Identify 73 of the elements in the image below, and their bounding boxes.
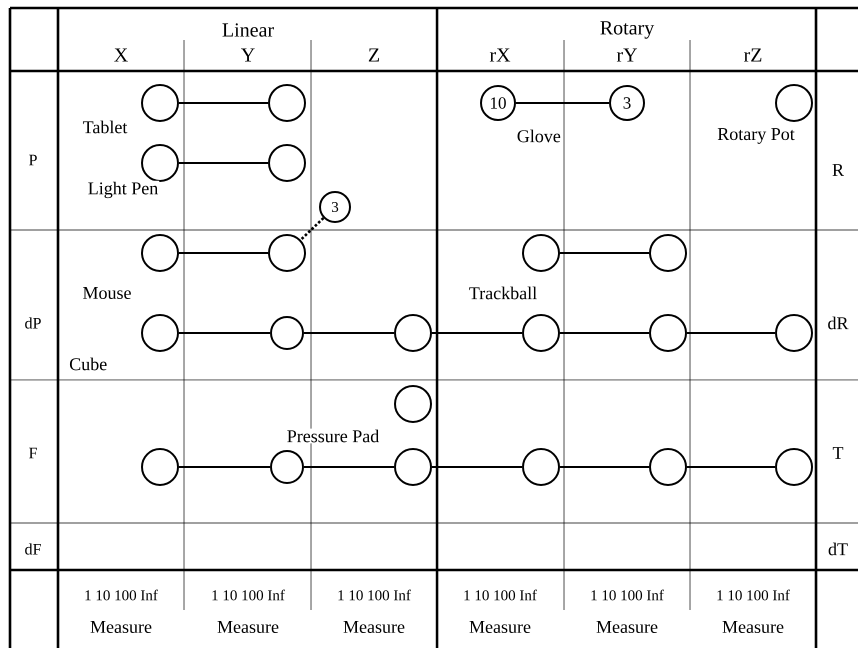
connector-line bbox=[516, 102, 609, 104]
circle-marker bbox=[522, 448, 560, 486]
scale-label: 1 10 100 Inf bbox=[338, 590, 411, 600]
connector-line bbox=[304, 466, 394, 468]
device-label: Cube bbox=[68, 356, 108, 372]
device-label: Mouse bbox=[82, 286, 132, 300]
circle-marker bbox=[649, 448, 687, 486]
circle-marker bbox=[268, 84, 306, 122]
group-heading: Rotary bbox=[600, 21, 654, 39]
group-heading: Linear bbox=[222, 23, 274, 37]
device-label: Trackball bbox=[468, 286, 538, 300]
connector-line bbox=[179, 252, 268, 254]
circle-marker bbox=[268, 234, 306, 272]
connector-line bbox=[179, 466, 270, 468]
row-heading: P bbox=[29, 154, 37, 166]
circle-marker bbox=[141, 448, 179, 486]
axis-label: Measure bbox=[596, 621, 658, 633]
scale-label: 1 10 100 Inf bbox=[464, 590, 537, 600]
circle-marker bbox=[141, 144, 179, 182]
axis-label: Measure bbox=[722, 621, 784, 633]
column-heading: rY bbox=[616, 48, 638, 62]
row-heading: dP bbox=[25, 317, 41, 329]
axis-label: Measure bbox=[470, 621, 530, 633]
connector-line bbox=[304, 332, 394, 334]
connector-line bbox=[687, 332, 775, 334]
circle-marker bbox=[394, 448, 432, 486]
scale-label: 1 10 100 Inf bbox=[85, 590, 158, 600]
column-heading: Z bbox=[368, 48, 380, 62]
connector-line bbox=[560, 332, 649, 334]
column-heading: Y bbox=[241, 48, 255, 62]
circle-marker bbox=[775, 84, 813, 122]
axis-label: Measure bbox=[90, 621, 152, 633]
circle-marker bbox=[775, 314, 813, 352]
row-heading: T bbox=[832, 447, 844, 459]
device-label: Light Pen bbox=[86, 180, 160, 200]
row-heading: dF bbox=[25, 543, 41, 555]
circle-marker bbox=[268, 144, 306, 182]
circle-marker bbox=[394, 314, 432, 352]
device-label: Rotary Pot bbox=[716, 127, 796, 145]
connector-line bbox=[560, 466, 649, 468]
circle-marker bbox=[522, 234, 560, 272]
connector-line bbox=[179, 102, 268, 104]
circle-marker bbox=[649, 314, 687, 352]
circle-marker bbox=[141, 314, 179, 352]
circle-marker bbox=[141, 84, 179, 122]
connector-line bbox=[179, 162, 268, 164]
circle-marker bbox=[394, 385, 432, 423]
dotted-leader-line bbox=[300, 217, 324, 241]
axis-label: Measure bbox=[218, 621, 278, 633]
connector-line bbox=[179, 332, 270, 334]
circle-marker bbox=[141, 234, 179, 272]
connector-line bbox=[432, 332, 522, 334]
row-heading: dT bbox=[828, 542, 848, 556]
circle-marker bbox=[270, 450, 304, 484]
axis-label: Measure bbox=[344, 621, 404, 633]
circle-marker bbox=[775, 448, 813, 486]
row-heading: F bbox=[29, 448, 37, 458]
scale-label: 1 10 100 Inf bbox=[717, 590, 790, 600]
connector-line bbox=[687, 466, 775, 468]
scale-label: 1 10 100 Inf bbox=[212, 590, 285, 600]
circle-marker bbox=[270, 316, 304, 350]
circle-marker bbox=[522, 314, 560, 352]
connector-line bbox=[432, 466, 522, 468]
column-heading: X bbox=[114, 48, 128, 62]
connector-line bbox=[560, 252, 649, 254]
column-heading: rZ bbox=[744, 48, 762, 62]
device-label: Glove bbox=[516, 128, 562, 144]
circle-marker bbox=[649, 234, 687, 272]
device-label: Pressure Pad bbox=[286, 428, 380, 444]
column-heading: rX bbox=[490, 48, 510, 62]
device-label: Tablet bbox=[82, 120, 128, 134]
scale-label: 1 10 100 Inf bbox=[591, 590, 664, 600]
row-heading: R bbox=[832, 164, 844, 176]
